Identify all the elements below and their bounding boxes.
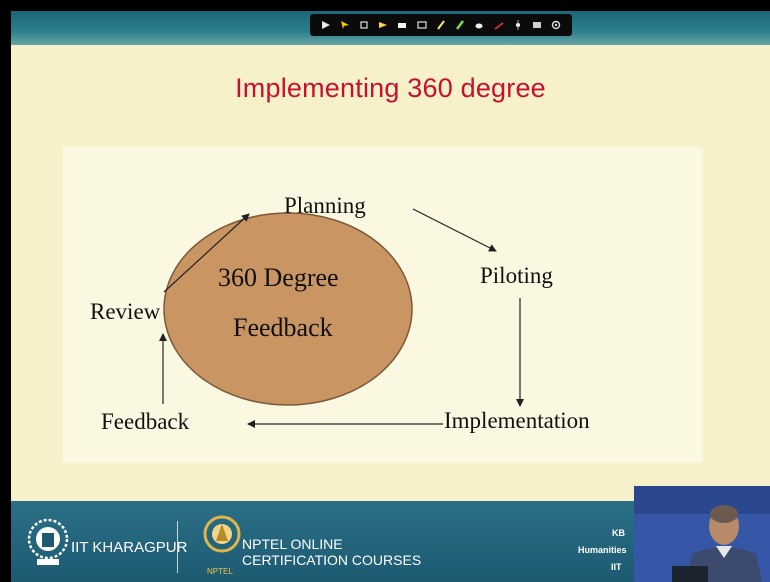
center-label-line1: 360 Degree	[218, 263, 339, 292]
nptel-logo-caption: NPTEL	[207, 567, 233, 576]
slide: Implementing 360 degree 360 Degree Feedb…	[11, 11, 770, 582]
iit-kharagpur-logo-icon	[27, 518, 69, 565]
footer-divider	[177, 521, 178, 573]
highlight-icon[interactable]	[377, 19, 389, 31]
arrow-icon[interactable]	[320, 19, 332, 31]
footer-right-line1: KB	[612, 528, 625, 538]
laser-icon[interactable]	[512, 19, 524, 31]
presenter-video-thumbnail	[634, 486, 770, 582]
cycle-arrows	[159, 208, 524, 428]
brush-icon[interactable]	[473, 19, 485, 31]
feedback-cycle-diagram: 360 Degree Feedback Planning Piloting Im…	[63, 147, 703, 463]
nptel-logo-icon	[203, 515, 241, 553]
marker-icon[interactable]	[454, 19, 466, 31]
arrow-planning-to-piloting	[412, 208, 497, 252]
step-review: Review	[90, 299, 161, 324]
select-icon[interactable]	[358, 19, 370, 31]
step-implementation: Implementation	[444, 408, 590, 433]
screen-icon[interactable]	[531, 19, 543, 31]
nptel-line1: NPTEL ONLINE	[242, 536, 343, 552]
footer-institute-name: IIT KHARAGPUR	[71, 539, 188, 556]
slide-title: Implementing 360 degree	[235, 73, 546, 103]
text-box-icon[interactable]	[416, 19, 428, 31]
nptel-line2: CERTIFICATION COURSES	[242, 552, 422, 568]
center-label-line2: Feedback	[233, 313, 333, 342]
annotation-toolbar	[310, 14, 572, 36]
arrow-review-to-planning	[163, 213, 250, 293]
pointer-icon[interactable]	[339, 19, 351, 31]
footer-right-line2: Humanities	[578, 545, 627, 555]
step-piloting: Piloting	[480, 263, 553, 288]
settings-icon[interactable]	[550, 19, 562, 31]
step-planning: Planning	[284, 193, 366, 218]
pen-icon[interactable]	[435, 19, 447, 31]
footer-right-line3: IIT	[611, 562, 622, 572]
center-ellipse	[163, 212, 413, 406]
line-icon[interactable]	[493, 19, 505, 31]
presenter-image	[634, 486, 770, 582]
step-feedback: Feedback	[101, 409, 190, 434]
eraser-icon[interactable]	[396, 19, 408, 31]
